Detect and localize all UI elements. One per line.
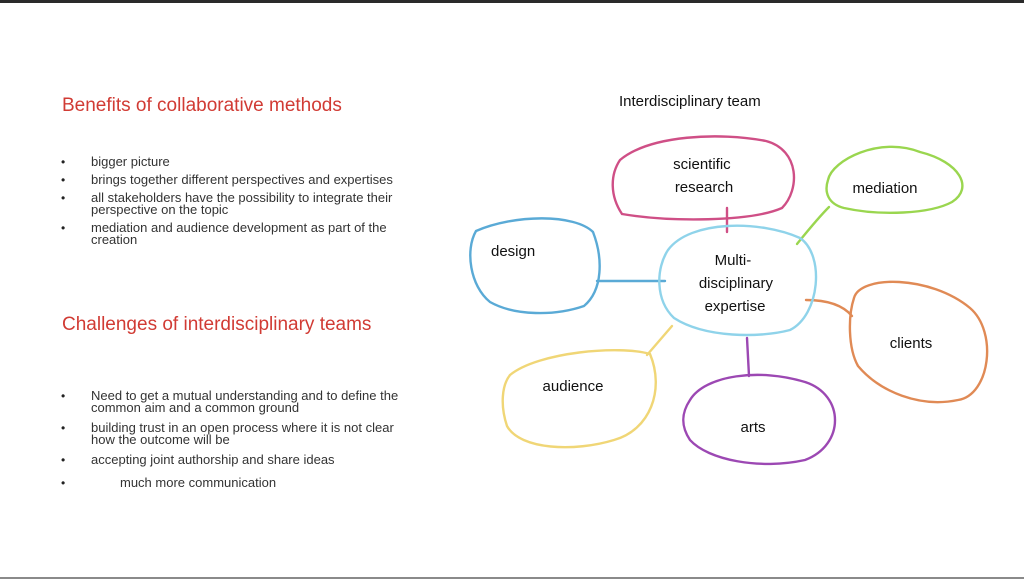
- audience-connector: [645, 324, 674, 357]
- benefit-item: bigger picture: [61, 155, 411, 168]
- benefits-list: bigger picture brings together different…: [61, 155, 411, 246]
- design-bubble: [469, 217, 601, 315]
- mediation-connector: [795, 205, 831, 246]
- challenge-item: accepting joint authorship and share ide…: [61, 453, 401, 466]
- challenge-item: much more communication: [61, 476, 401, 489]
- challenges-heading: Challenges of interdisciplinary teams: [62, 314, 372, 335]
- arts-connector: [745, 336, 751, 378]
- center-bubble: [658, 224, 818, 337]
- clients-bubble: [848, 280, 989, 404]
- diagram-title: Interdisciplinary team: [619, 93, 761, 110]
- clients-label: clients: [890, 335, 933, 352]
- mediation-bubble: [825, 145, 964, 214]
- arts-bubble: [682, 373, 837, 466]
- interdisciplinary-team-diagram: Interdisciplinary team design scientific…: [469, 93, 989, 466]
- clients-connector: [804, 298, 854, 318]
- challenges-list: Need to get a mutual understanding and t…: [61, 389, 401, 489]
- arts-label: arts: [740, 419, 765, 436]
- scientific-research-bubble: [611, 135, 796, 221]
- challenge-item: building trust in an open process where …: [61, 421, 401, 446]
- bottom-frame-edge: [0, 577, 1024, 579]
- design-label: design: [491, 243, 535, 260]
- benefits-heading: Benefits of collaborative methods: [62, 95, 342, 116]
- benefit-item: mediation and audience development as pa…: [61, 221, 411, 246]
- mediation-label: mediation: [852, 180, 917, 197]
- top-frame-edge: [0, 0, 1024, 3]
- challenge-item: Need to get a mutual understanding and t…: [61, 389, 401, 414]
- center-label: Multi- disciplinary expertise: [699, 252, 777, 315]
- audience-bubble: [501, 349, 657, 449]
- scientific-research-label: scientific research: [673, 156, 735, 196]
- benefit-item: brings together different perspectives a…: [61, 173, 411, 186]
- audience-label: audience: [543, 378, 604, 395]
- benefit-item: all stakeholders have the possibility to…: [61, 191, 411, 216]
